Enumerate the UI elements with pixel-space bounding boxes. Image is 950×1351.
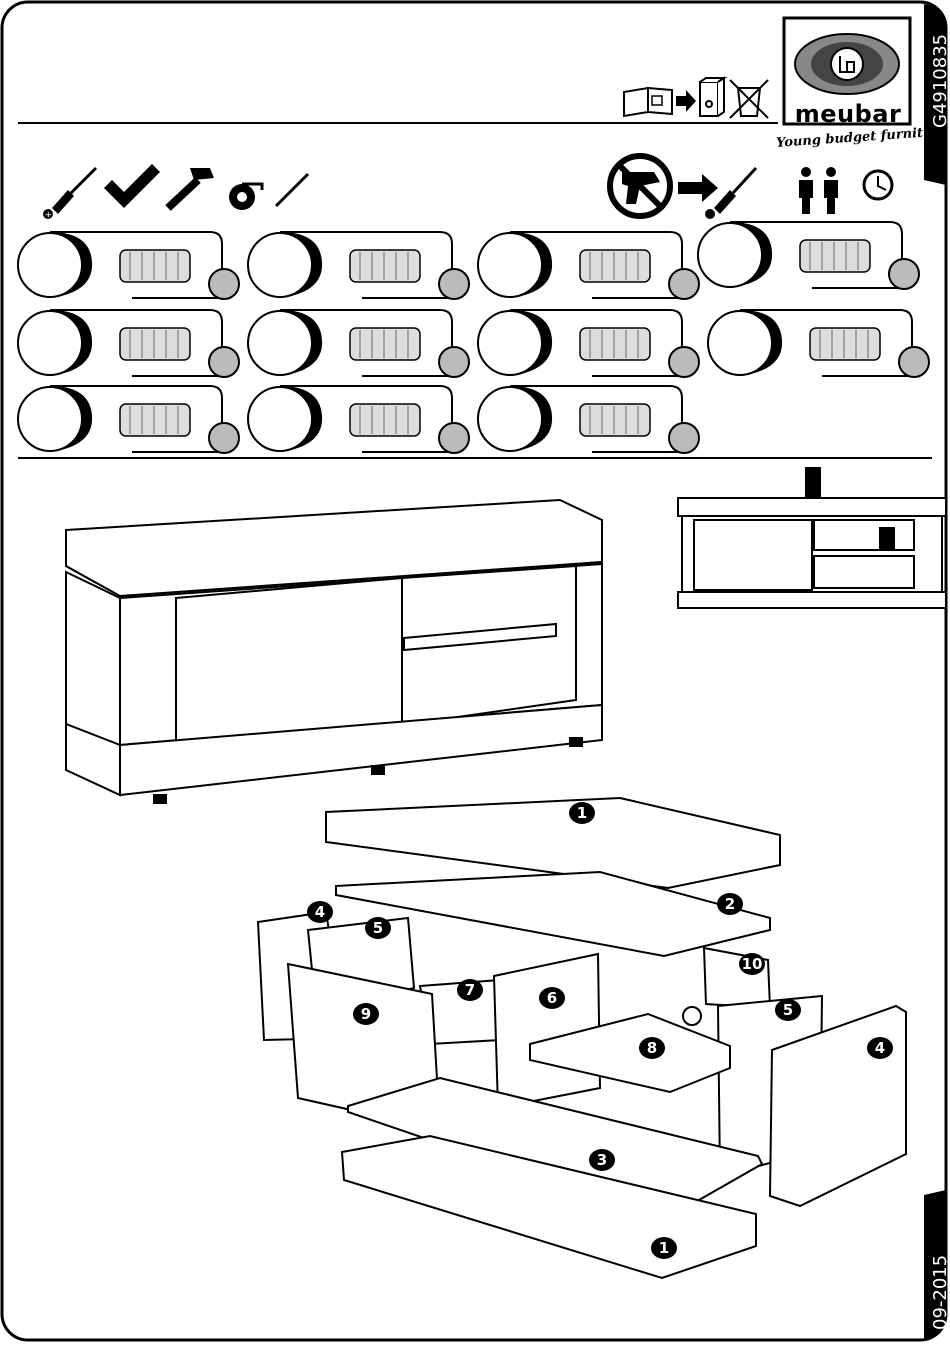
no-trash-icon <box>730 80 768 118</box>
part-number-label: 2 <box>725 895 735 913</box>
hardware-box <box>248 310 469 377</box>
hardware-box <box>478 232 699 299</box>
hardware-box <box>478 386 699 453</box>
two-persons-icon <box>799 167 838 214</box>
notice-arrow-icon <box>678 174 718 202</box>
part-code-circle <box>899 347 929 377</box>
part-code-circle <box>669 269 699 299</box>
part-number-label: 3 <box>597 1151 607 1169</box>
part-number-badge: 8 <box>639 1037 665 1059</box>
part-code-circle <box>439 269 469 299</box>
assembled-cabinet-view <box>66 500 602 803</box>
hardware-list <box>18 222 929 453</box>
part-number-badge: 2 <box>717 893 743 915</box>
book-icon <box>624 88 672 116</box>
quantity-circle <box>18 387 82 451</box>
part-number-label: 5 <box>783 1001 793 1019</box>
hardware-box <box>248 232 469 299</box>
part-number-badge: 1 <box>569 802 595 824</box>
hardware-box <box>248 386 469 453</box>
part-number-label: 4 <box>875 1039 885 1057</box>
nail-icon <box>810 328 880 360</box>
binder-icon <box>700 78 724 116</box>
led-light-icon <box>580 404 650 436</box>
part-code-circle <box>669 423 699 453</box>
clock-icon <box>864 171 892 199</box>
mounting-plate-icon <box>120 328 190 360</box>
front-elevation-view <box>678 468 946 608</box>
hardware-box <box>708 310 929 377</box>
quantity-circle <box>478 311 542 375</box>
hammer-icon <box>168 168 214 208</box>
wood-screw-icon <box>350 404 420 436</box>
part-number-label: 5 <box>373 919 383 937</box>
part-number-badge: 4 <box>307 901 333 923</box>
wooden-dowel-icon <box>120 250 190 282</box>
arrow-right-icon <box>676 90 696 112</box>
part-number-badge: 6 <box>539 987 565 1009</box>
part-number-label: 6 <box>547 989 557 1007</box>
part-code-circle <box>889 259 919 289</box>
quantity-circle <box>248 233 312 297</box>
pencil-icon <box>276 174 308 206</box>
furniture-glide-icon <box>120 404 190 436</box>
part-code-circle <box>439 423 469 453</box>
shelf-support-icon <box>350 328 420 360</box>
part-number-label: 1 <box>577 804 587 822</box>
part-number-badge: 5 <box>365 917 391 939</box>
part-number-label: 8 <box>647 1039 657 1057</box>
part-number-label: 1 <box>659 1239 669 1257</box>
part-number-label: 4 <box>315 903 325 921</box>
part-number-badge: 7 <box>457 979 483 1001</box>
exploded-assembly-view <box>258 798 906 1278</box>
svg-text:+: + <box>45 211 53 221</box>
part-code-circle <box>209 423 239 453</box>
quantity-circle <box>478 233 542 297</box>
hinge-icon <box>800 240 870 272</box>
screwdriver-icon <box>705 168 756 219</box>
print-date: 09-2015 <box>930 1330 950 1351</box>
corner-bracket-icon <box>580 328 650 360</box>
part-number-badge: 10 <box>739 953 765 975</box>
tape-measure-icon <box>229 184 262 210</box>
part-number-badge: 3 <box>589 1149 615 1171</box>
part-number-badge: 4 <box>867 1037 893 1059</box>
part-number-label: 9 <box>361 1005 371 1023</box>
hardware-box <box>698 222 919 289</box>
square-ruler-icon <box>104 164 160 208</box>
quantity-circle <box>18 233 82 297</box>
no-power-drill-icon <box>610 156 670 216</box>
quantity-circle <box>708 311 772 375</box>
hardware-box <box>18 310 239 377</box>
quantity-circle <box>698 223 762 287</box>
part-code-circle <box>669 347 699 377</box>
cam-bolt-icon <box>350 250 420 282</box>
brand-name: meubar <box>786 100 910 128</box>
part-code-circle <box>439 347 469 377</box>
part-number-label: 7 <box>465 981 475 999</box>
quantity-circle <box>18 311 82 375</box>
hardware-box <box>478 310 699 377</box>
part-number-badge: 1 <box>651 1237 677 1259</box>
cam-lock-icon <box>580 250 650 282</box>
quantity-circle <box>248 387 312 451</box>
hardware-box <box>18 386 239 453</box>
part-number-label: 10 <box>742 955 763 973</box>
phillips-screwdriver-icon: + <box>43 168 96 221</box>
quantity-circle <box>248 311 312 375</box>
hardware-box <box>18 232 239 299</box>
quantity-circle <box>478 387 542 451</box>
part-number-badge: 5 <box>775 999 801 1021</box>
part-code-circle <box>209 347 239 377</box>
part-code-circle <box>209 269 239 299</box>
part-number-badge: 9 <box>353 1003 379 1025</box>
